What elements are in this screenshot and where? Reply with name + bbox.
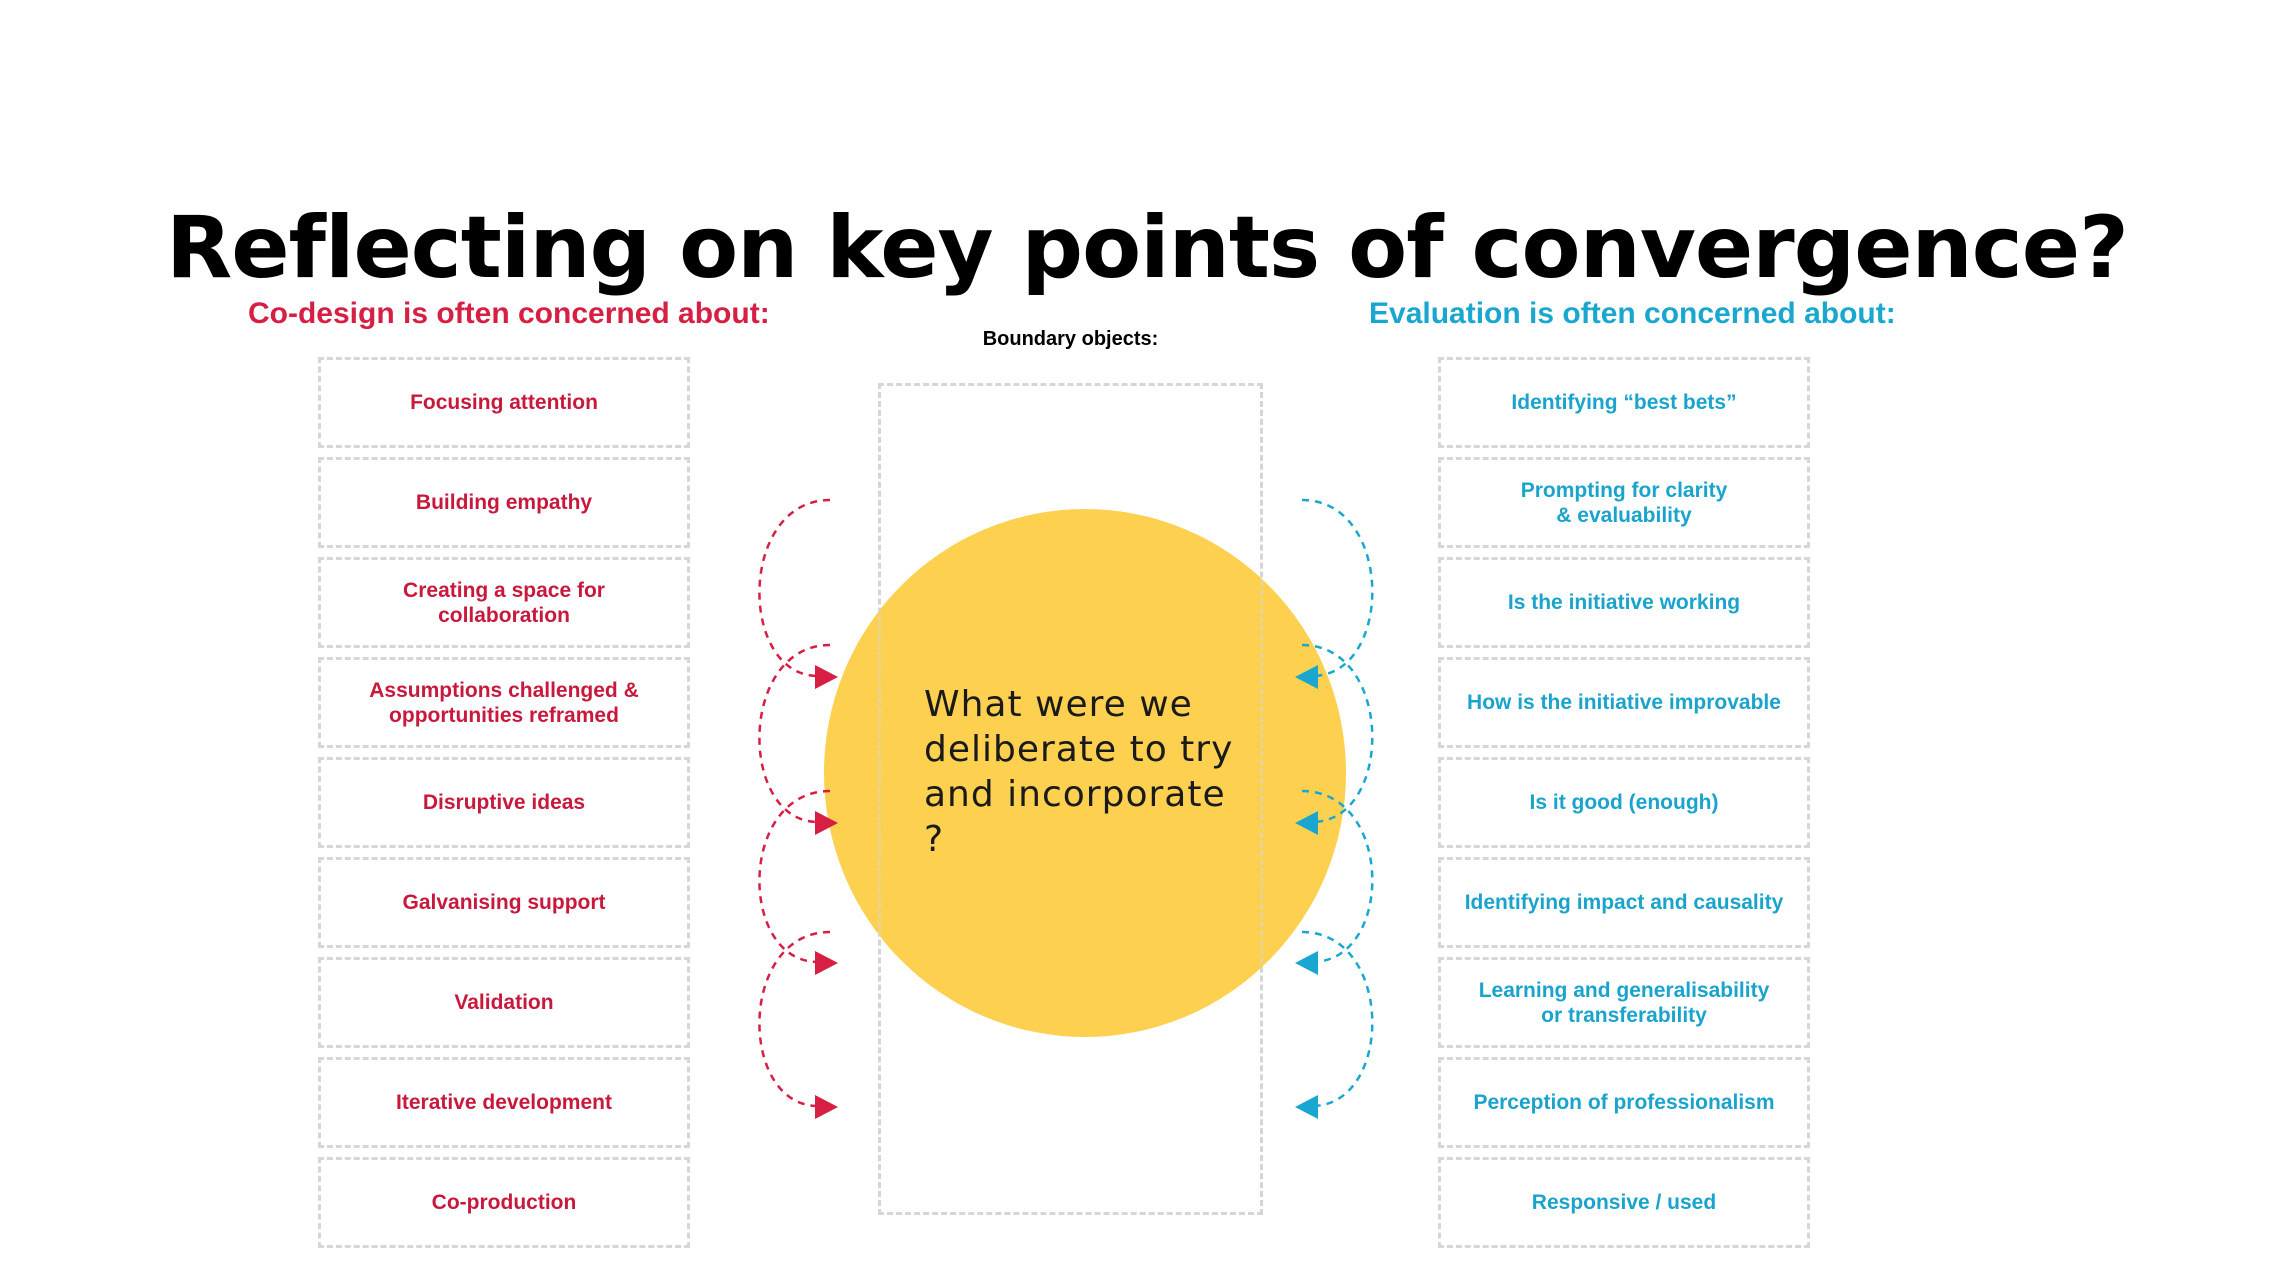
left-arc-arrow <box>758 643 831 824</box>
codesign-item: Validation <box>318 957 690 1048</box>
codesign-item: Co-production <box>318 1157 690 1248</box>
codesign-item: Assumptions challenged & opportunities r… <box>318 657 690 748</box>
left-arc-arrow <box>758 930 831 1108</box>
evaluation-heading: Evaluation is often concerned about: <box>1369 297 1896 330</box>
arrowhead-right-icon <box>815 951 838 975</box>
boundary-objects-label: Boundary objects: <box>982 328 1159 350</box>
evaluation-item: Identifying impact and causality <box>1438 857 1810 948</box>
arrowhead-left-icon <box>1295 951 1318 975</box>
left-dashed-arrows <box>758 498 831 1108</box>
evaluation-item: Responsive / used <box>1438 1157 1810 1248</box>
evaluation-item: Learning and generalisability or transfe… <box>1438 957 1810 1048</box>
evaluation-item: Perception of professionalism <box>1438 1057 1810 1148</box>
slide-title: Reflecting on key points of convergence? <box>166 197 2129 298</box>
codesign-item: Iterative development <box>318 1057 690 1148</box>
evaluation-item: Is it good (enough) <box>1438 757 1810 848</box>
arrowhead-right-icon <box>815 665 838 689</box>
arrowhead-left-icon <box>1295 1095 1318 1119</box>
codesign-item: Galvanising support <box>318 857 690 948</box>
evaluation-item: Identifying “best bets” <box>1438 357 1810 448</box>
codesign-item: Creating a space for collaboration <box>318 557 690 648</box>
codesign-item: Focusing attention <box>318 357 690 448</box>
evaluation-item: Prompting for clarity & evaluability <box>1438 457 1810 548</box>
codesign-item: Building empathy <box>318 457 690 548</box>
codesign-heading: Co-design is often concerned about: <box>248 297 770 330</box>
evaluation-item: How is the initiative improvable <box>1438 657 1810 748</box>
right-arc-arrow <box>1301 930 1374 1108</box>
codesign-item: Disruptive ideas <box>318 757 690 848</box>
left-arc-arrow <box>758 789 831 964</box>
center-question: What were we deliberate to try and incor… <box>924 684 1234 860</box>
evaluation-item: Is the initiative working <box>1438 557 1810 648</box>
arrowhead-right-icon <box>815 1095 838 1119</box>
convergence-circle <box>824 509 1346 1037</box>
left-arc-arrow <box>758 498 831 678</box>
